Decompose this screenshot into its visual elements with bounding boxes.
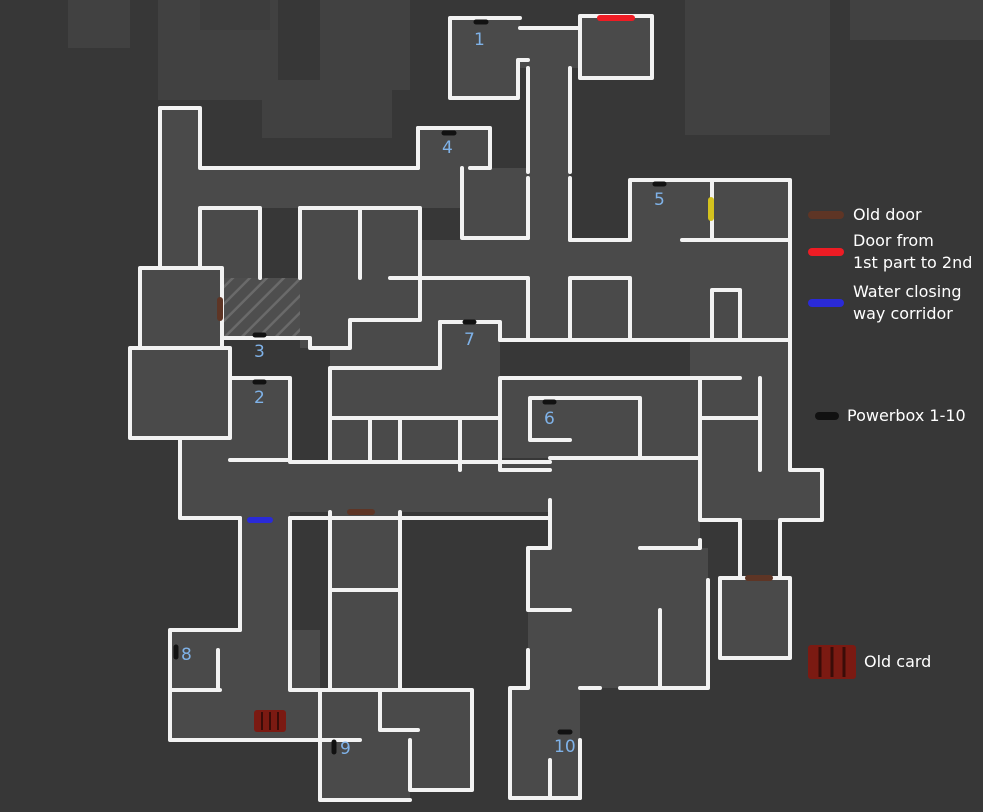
powerbox-label-1: 1 (474, 30, 485, 50)
powerbox-label-6: 6 (544, 409, 555, 429)
faded-rooms (68, 0, 983, 138)
legend-old-door: Old door (808, 204, 978, 226)
room-floors (130, 16, 822, 800)
legend-red-door: Door from 1st part to 2nd (808, 230, 978, 274)
powerbox-label-8: 8 (181, 645, 192, 665)
powerboxes (173, 19, 667, 755)
powerbox-label-2: 2 (254, 388, 265, 408)
powerbox-label-10: 10 (554, 737, 576, 757)
hatched-area (222, 278, 300, 338)
legend-powerbox-label: Powerbox 1-10 (847, 406, 966, 425)
legend-powerbox: Powerbox 1-10 (815, 405, 980, 427)
red-door-swatch (808, 248, 844, 256)
legend-water-door-label: Water closing way corridor (853, 282, 962, 323)
legend-water-door: Water closing way corridor (808, 281, 978, 325)
legend-old-card-label: Old card (864, 652, 932, 671)
old-card-marker[interactable] (254, 710, 286, 732)
legend-old-door-label: Old door (853, 205, 922, 224)
powerbox-labels: 1 4 5 3 7 2 6 8 9 10 (181, 30, 665, 759)
powerbox-label-9: 9 (340, 739, 351, 759)
doors (217, 15, 773, 581)
legend-old-card: Old card (808, 645, 978, 679)
powerbox-label-4: 4 (442, 138, 453, 158)
powerbox-label-5: 5 (654, 190, 665, 210)
legend-red-door-label: Door from 1st part to 2nd (853, 231, 973, 272)
powerbox-swatch (815, 412, 839, 420)
old-card-swatch (808, 645, 856, 679)
old-door-swatch (808, 211, 844, 219)
water-door-swatch (808, 299, 844, 307)
powerbox-label-3: 3 (254, 342, 265, 362)
powerbox-label-7: 7 (464, 330, 475, 350)
